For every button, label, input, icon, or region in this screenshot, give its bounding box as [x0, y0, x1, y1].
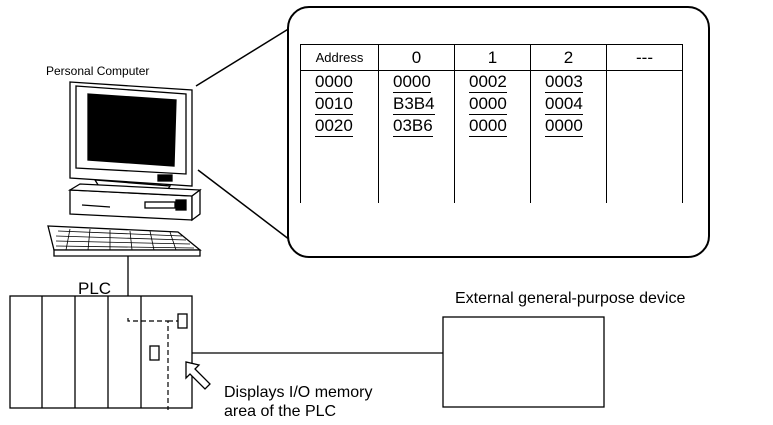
- value-cell: 0000: [393, 71, 431, 93]
- table-row: 0020 03B6 0000 0000: [300, 115, 683, 137]
- table-header-cell: Address: [300, 44, 379, 71]
- caption-line-2: area of the PLC: [224, 403, 337, 420]
- address-cell: 0000: [315, 71, 353, 93]
- plc-label: PLC: [78, 279, 112, 298]
- value-cell: B3B4: [393, 93, 435, 115]
- table-row: 0000 0000 0002 0003: [300, 70, 683, 93]
- personal-computer: [47, 81, 202, 257]
- value-cell: 03B6: [393, 115, 433, 137]
- personal-computer-label: Personal Computer: [46, 64, 150, 78]
- plc-port-top: [177, 313, 188, 329]
- table-filler-row: [300, 137, 683, 203]
- plc-rack: [9, 295, 193, 409]
- table-header-cell: 2: [530, 44, 607, 71]
- monitor-screen: [87, 93, 177, 167]
- caption-line-1: Displays I/O memory: [224, 384, 373, 401]
- table-header-cell: 0: [378, 44, 455, 71]
- pointer-arrow-icon: [185, 361, 211, 390]
- value-cell: 0000: [545, 115, 583, 137]
- value-cell: 0003: [545, 71, 583, 93]
- memory-table: Address 0 1 2 --- 0000 0000 0002 0003 00…: [300, 44, 683, 203]
- table-header-cell: ---: [606, 44, 683, 71]
- address-cell: 0020: [315, 115, 353, 137]
- callout-line-top: [195, 27, 291, 87]
- callout-line-bottom: [197, 169, 291, 241]
- value-cell: 0004: [545, 93, 583, 115]
- table-row: 0010 B3B4 0000 0004: [300, 93, 683, 115]
- plc-port-bottom: [149, 345, 160, 361]
- table-header-row: Address 0 1 2 ---: [300, 44, 683, 71]
- value-cell: 0000: [469, 93, 507, 115]
- external-device-label: External general-purpose device: [455, 290, 686, 307]
- address-cell: 0010: [315, 93, 353, 115]
- plc-internal-path: [127, 318, 169, 410]
- table-header-cell: 1: [454, 44, 531, 71]
- value-cell: 0000: [469, 115, 507, 137]
- value-cell: 0002: [469, 71, 507, 93]
- external-device-box: [442, 316, 605, 408]
